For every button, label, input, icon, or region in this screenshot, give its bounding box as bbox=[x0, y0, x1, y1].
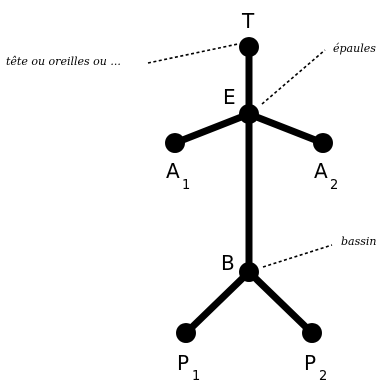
annotation-pelvis: bassin bbox=[341, 235, 377, 248]
node-sub-A2: 2 bbox=[330, 178, 338, 193]
annotations: tête ou oreilles ou ... épaules bassin bbox=[6, 42, 377, 267]
bone-right-leg bbox=[249, 272, 312, 333]
node-label-P2: P bbox=[304, 351, 316, 375]
skeleton-bones bbox=[175, 47, 323, 333]
node-label-A1: A bbox=[166, 159, 180, 183]
annotation-head: tête ou oreilles ou ... bbox=[6, 55, 121, 68]
joint-right-foot bbox=[302, 323, 322, 343]
bone-right-arm bbox=[249, 114, 323, 143]
joint-shoulders bbox=[239, 104, 259, 124]
node-sub-P2: 2 bbox=[319, 369, 327, 381]
leader-shoulders bbox=[262, 50, 325, 104]
leader-head bbox=[148, 44, 238, 63]
joint-left-foot bbox=[176, 323, 196, 343]
joint-left-hand bbox=[165, 133, 185, 153]
node-label-T: T bbox=[241, 9, 255, 33]
node-label-E: E bbox=[223, 85, 236, 109]
leader-pelvis bbox=[263, 245, 332, 267]
joint-head bbox=[239, 37, 259, 57]
node-sub-A1: 1 bbox=[182, 178, 190, 193]
node-sub-P1: 1 bbox=[192, 369, 200, 381]
joint-right-hand bbox=[313, 133, 333, 153]
joint-pelvis bbox=[239, 262, 259, 282]
bone-left-arm bbox=[175, 114, 249, 143]
node-label-P1: P bbox=[177, 351, 189, 375]
node-label-A2: A bbox=[314, 159, 328, 183]
node-label-B: B bbox=[221, 251, 235, 275]
annotation-shoulders: épaules bbox=[333, 42, 376, 55]
bone-left-leg bbox=[186, 272, 249, 333]
